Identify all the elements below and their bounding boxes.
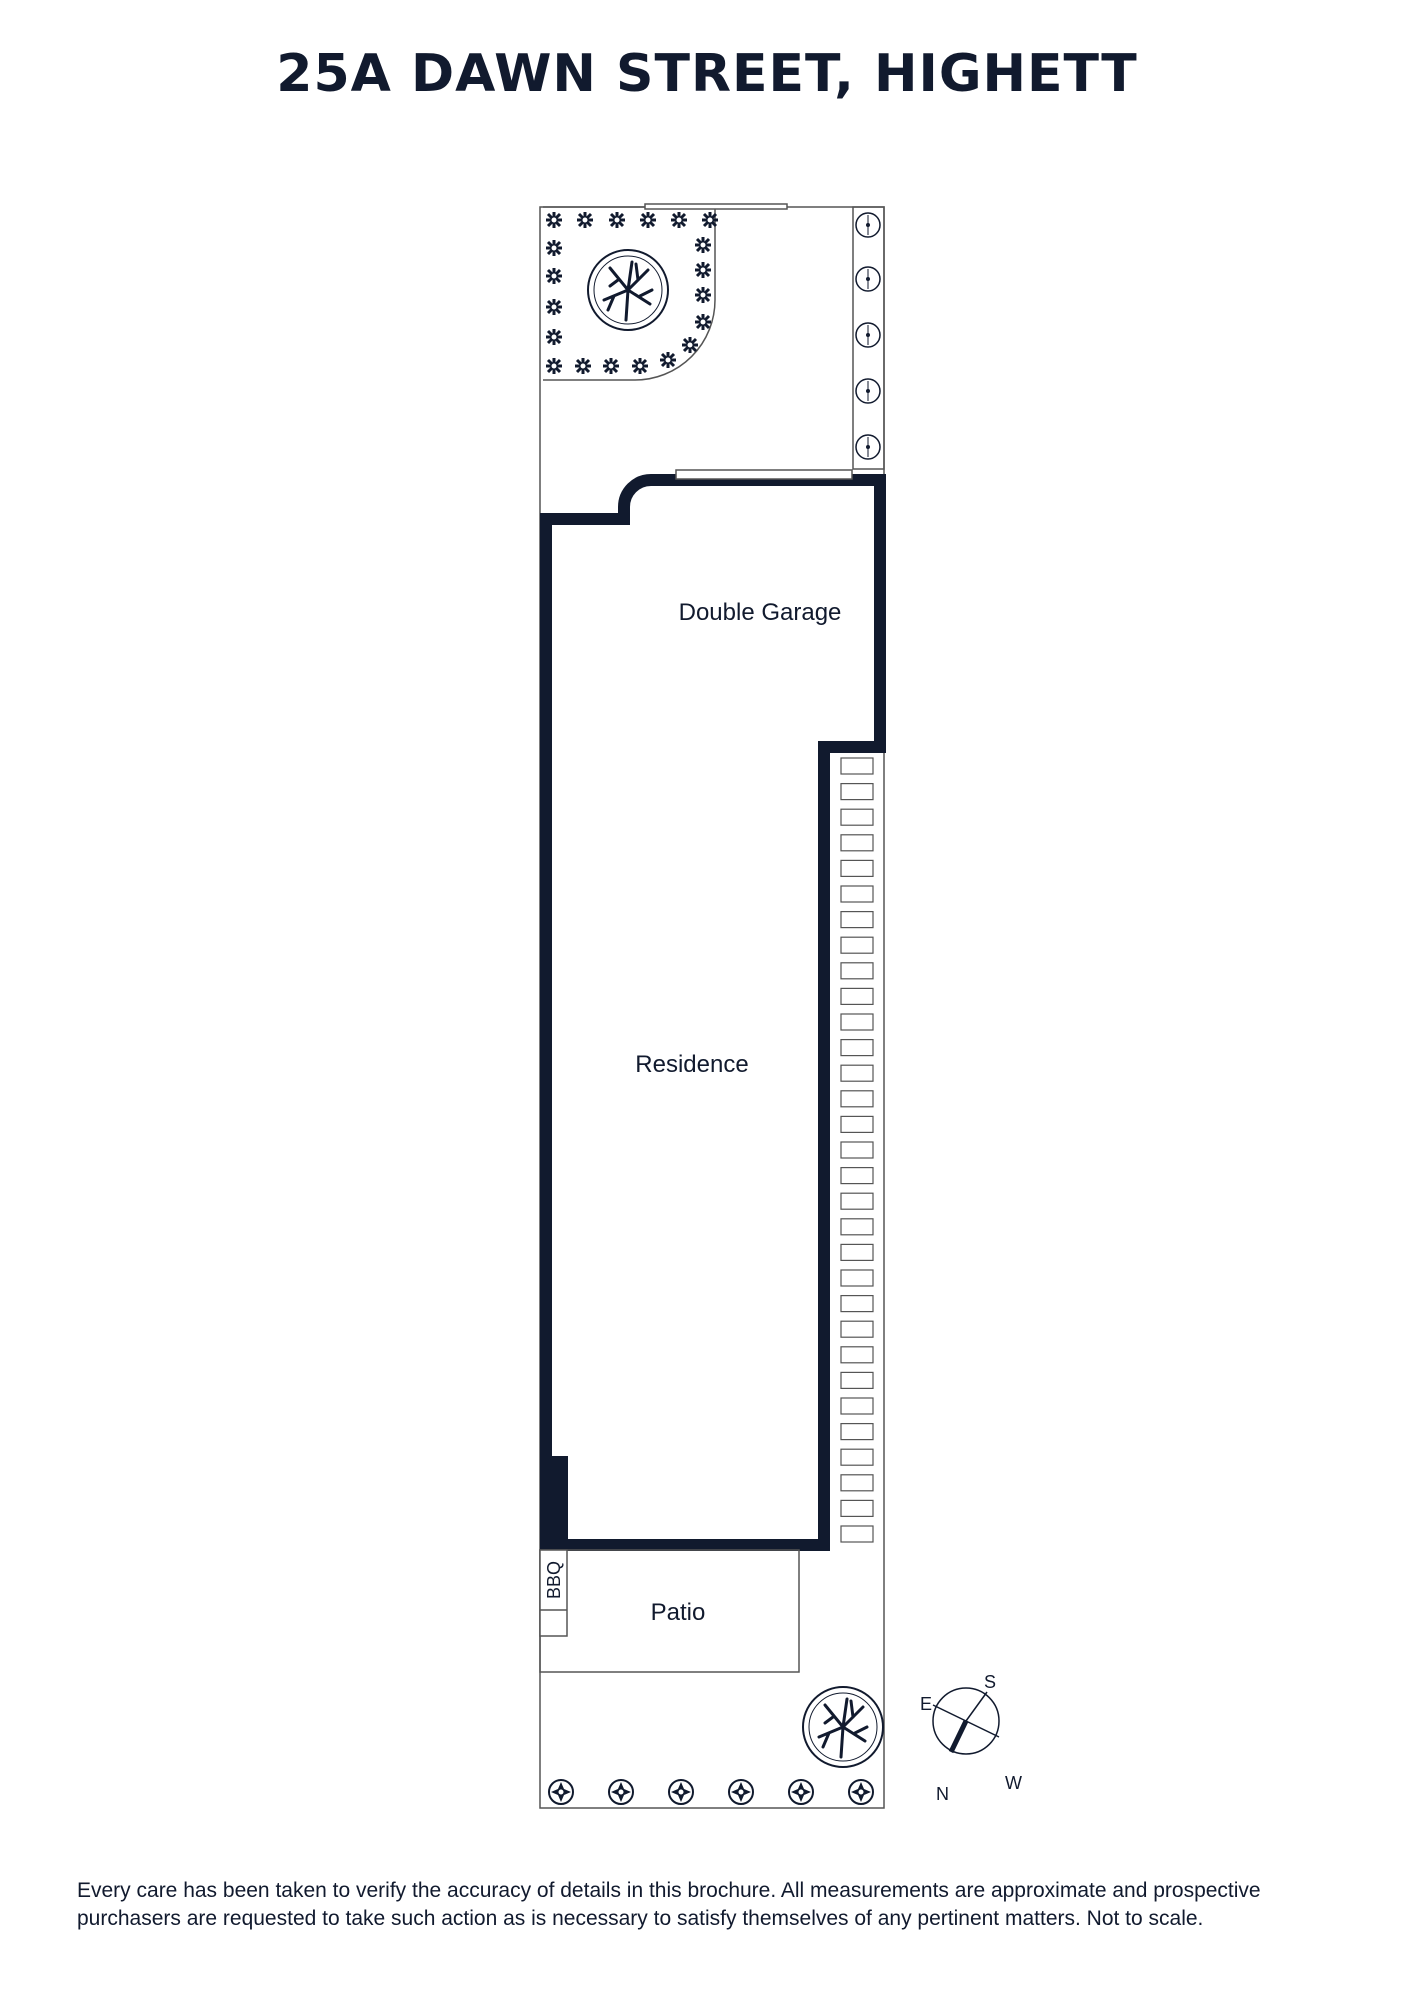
paver [840,1038,874,1057]
paver [840,936,874,954]
paver [840,1166,874,1185]
paver [840,987,874,1006]
compass-east: E [920,1694,932,1714]
compass-north: N [936,1784,949,1804]
shrub-icons [855,212,881,460]
bbq-unit [539,1549,568,1637]
page-title: 25A DAWN STREET, HIGHETT [276,44,1138,104]
compass-south: S [984,1672,996,1692]
paver [840,859,874,878]
bbq-label: BBQ [544,1561,564,1599]
paver [840,1115,874,1134]
disclaimer-text: Every care has been taken to verify the … [77,1879,1261,1930]
room-label-garage: Double Garage [679,599,842,626]
paver [840,1218,874,1236]
paver [840,1525,874,1543]
paver [840,1013,874,1031]
paver [840,1499,874,1518]
paver [840,1090,874,1108]
paver [840,1192,874,1210]
garage-door [675,469,853,480]
rear-flower-row [548,1779,874,1805]
residence-walls [540,474,886,1551]
paver [840,1141,874,1159]
front-garden-bed [543,206,716,381]
side-shrub-strip [852,206,885,470]
compass-icon [932,1687,1000,1755]
paver [840,1243,874,1262]
paver [840,1371,874,1390]
paver [840,1448,874,1466]
paver [840,808,874,826]
paver [840,910,874,929]
tree-icon [801,1685,885,1769]
wall-block [548,1456,568,1548]
room-label-patio: Patio [651,1599,706,1626]
paver [840,1346,874,1364]
room-label-residence: Residence [635,1051,748,1078]
paver [840,834,874,852]
paver [840,1269,874,1287]
paver [840,1294,874,1313]
paver [840,1422,874,1441]
side-pavers [840,757,874,1543]
paver [840,1397,874,1415]
front-gate [644,203,788,210]
paver [840,962,874,980]
paver [840,782,874,801]
paver [840,1474,874,1492]
paver [840,1064,874,1082]
paver [840,757,874,775]
compass-west: W [1005,1773,1022,1793]
tree-icon [586,248,670,332]
paver [840,1320,874,1338]
paver [840,885,874,903]
